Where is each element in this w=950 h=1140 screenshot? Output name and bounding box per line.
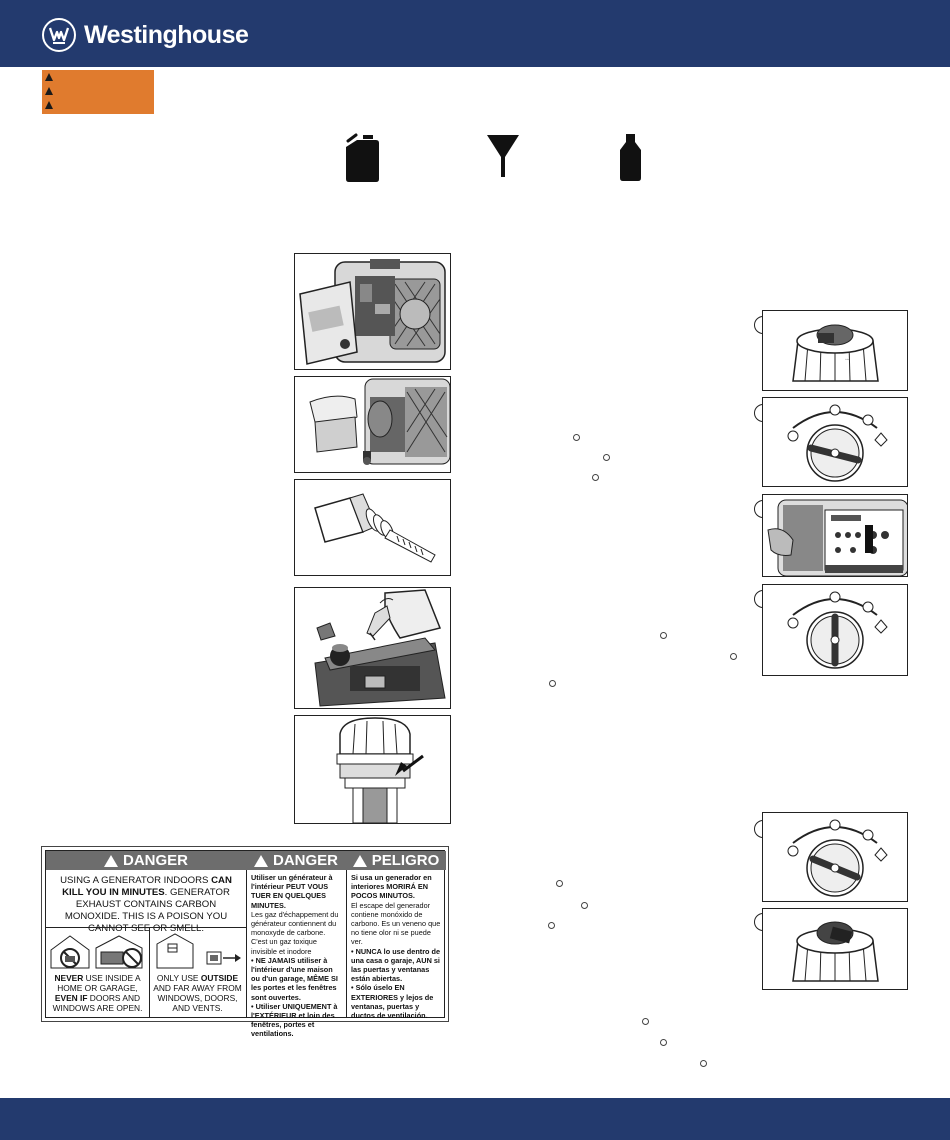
danger-text-part: ONLY USE [156,973,201,983]
choke-symbol-icon [642,1018,649,1025]
photo-pour-oil [294,587,451,709]
danger-text-part: Les gaz d'échappement du générateur cont… [251,909,339,956]
danger-header-es: PELIGRO [371,852,440,869]
photo-remove-dipstick [294,376,451,473]
fuel-can-icon [346,133,379,182]
danger-text-part: AND FAR AWAY FROM WINDOWS, DOORS, AND VE… [153,983,242,1013]
danger-text-part: USE INSIDE A HOME OR GARAGE, [57,973,141,993]
oil-bottle-icon [620,134,641,181]
danger-pictograms: NEVER USE INSIDE A HOME OR GARAGE, EVEN … [46,927,246,1017]
danger-text-part: DOORS AND WINDOWS ARE OPEN. [52,993,143,1013]
warning-triangle-icon [352,854,367,867]
svg-text:◦◦◦: ◦◦◦ [845,357,851,363]
danger-french-column: DANGER Utiliser un générateur à l'intéri… [246,851,347,1038]
brand-name: Westinghouse [84,20,249,49]
photo-dipstick [294,479,451,576]
figure-control-dial-1 [762,397,908,487]
danger-label: DANGER USING A GENERATOR INDOORS CAN KIL… [41,846,449,1038]
choke-symbol-icon [603,454,610,461]
danger-english-column: DANGER USING A GENERATOR INDOORS CAN KIL… [46,851,247,1017]
brand-logo: Westinghouse [42,16,249,54]
choke-symbol-icon [700,1060,707,1067]
warning-icon [45,101,53,109]
danger-text-bold: CAN KILL YOU IN MINUTES [62,875,232,898]
choke-symbol-icon [730,653,737,660]
header-bar: Westinghouse [0,0,950,67]
danger-text-bold: NEVER [54,973,84,983]
danger-main-text: USING A GENERATOR INDOORS CAN KILL YOU I… [46,870,246,935]
danger-text-part: • Sólo úselo EN EXTERIORES y lejos de ve… [351,983,434,1021]
warning-icon [45,73,53,81]
danger-text-part: • Utiliser UNIQUEMENT à l'EXTÉRIEUR et l… [251,1001,338,1039]
warning-icon [45,87,53,95]
figure-fuel-cap-closed: ◦◦◦ [762,310,908,391]
figure-generator-panel [762,494,908,577]
westinghouse-logo-icon [42,18,76,52]
house-outdoor-icon [156,933,241,969]
danger-text-part: • NE JAMAIS utiliser à l'intérieur d'une… [251,955,338,1002]
danger-text-part: . GENERATOR EXHAUST CONTAINS CARBON MONO… [64,887,230,934]
danger-text-part: El escape del generador contiene monóxid… [351,900,441,947]
figure-control-dial-2 [762,584,908,676]
warning-box [42,70,154,114]
choke-symbol-icon [573,434,580,441]
danger-pictogram-outdoor: ONLY USE OUTSIDE AND FAR AWAY FROM WINDO… [149,928,246,1017]
danger-header-en: DANGER [122,852,188,869]
danger-text-bold: OUTSIDE [200,973,239,983]
choke-symbol-icon [549,680,556,687]
danger-caption-indoor: NEVER USE INSIDE A HOME OR GARAGE, EVEN … [46,973,149,1013]
house-garage-no-icon [50,935,143,969]
choke-symbol-icon [556,880,563,887]
choke-symbol-icon [592,474,599,481]
danger-text-part: Utiliser un générateur à l'intérieur PEU… [251,873,333,910]
figure-control-dial-3 [762,812,908,902]
photo-oil-fill-level [294,715,451,824]
choke-symbol-icon [581,902,588,909]
danger-text-part: USING A GENERATOR INDOORS [60,875,212,886]
choke-symbol-icon [660,632,667,639]
danger-text-part: • NUNCA lo use dentro de una casa o gara… [351,946,441,984]
warning-triangle-icon [253,854,268,867]
danger-spanish-text: Si usa un generador en interiores MORIRÁ… [346,870,446,1020]
danger-pictogram-indoor: NEVER USE INSIDE A HOME OR GARAGE, EVEN … [46,928,150,1017]
footer-bar [0,1098,950,1140]
warning-triangle-icon [103,854,118,867]
choke-symbol-icon [660,1039,667,1046]
photo-open-service-panel [294,253,451,370]
danger-text-part: Si usa un generador en interiores MORIRÁ… [351,873,432,901]
danger-spanish-column: PELIGRO Si usa un generador en interiore… [346,851,446,1020]
danger-french-text: Utiliser un générateur à l'intérieur PEU… [246,870,346,1039]
funnel-icon [487,135,519,177]
figure-fuel-cap-vent [762,908,908,990]
danger-caption-outdoor: ONLY USE OUTSIDE AND FAR AWAY FROM WINDO… [149,973,246,1013]
choke-symbol-icon [548,922,555,929]
danger-text-bold: EVEN IF [54,993,88,1003]
danger-header-fr: DANGER [272,852,338,869]
